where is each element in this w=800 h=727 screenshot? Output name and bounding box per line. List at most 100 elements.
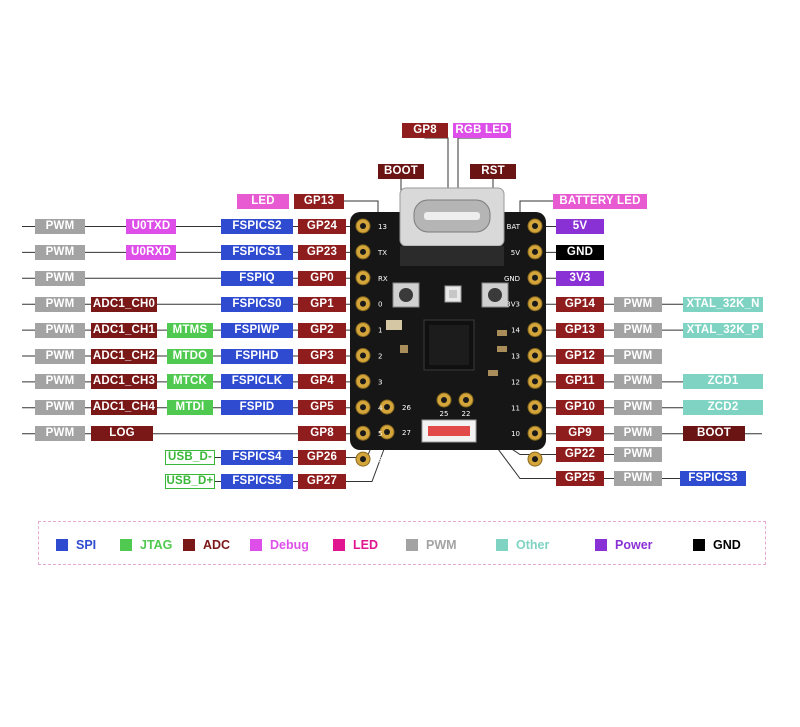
top-led-label: LED [237,194,289,209]
legend-label: PWM [426,538,457,552]
legend-label: ADC [203,538,231,552]
right-silk-label: BAT [507,223,521,231]
left-silk-label: 1 [378,327,382,335]
pin-hole [532,404,538,411]
left-adc-label: ADC1_CH4 [91,400,157,416]
right-gp-label: GP14 [556,296,604,312]
left-gp-label: GP3 [298,348,346,364]
legend-swatch [496,539,508,551]
rst-button-icon [481,282,509,308]
left-usb-label: USB_D+ [165,474,215,489]
right-spi-label: FSPICS3 [680,471,746,486]
right-other-label: BOOT [683,426,745,442]
usb-c-connector-icon [399,187,505,266]
legend-swatch [183,539,195,551]
legend-swatch [333,539,345,551]
right-other-label: ZCD1 [683,374,763,390]
left-gp-label: GP24 [298,219,346,234]
boot-button-icon [392,282,420,308]
top-battery-led-label: BATTERY LED [553,194,647,209]
top-gp13-label: GP13 [294,194,344,209]
left-pwm-label: PWM [35,322,85,338]
legend-item-spi: SPI [56,537,96,553]
left-pwm-label: PWM [35,426,85,442]
right-gp-label: GND [556,244,604,260]
left-jtag-label: MTMS [167,322,213,338]
legend-swatch [56,539,68,551]
pin-hole [360,326,366,333]
pin-hole [360,352,366,359]
jst-connector-icon [421,419,477,443]
left-pwm-label: PWM [35,348,85,364]
legend-item-debug: Debug [250,537,309,553]
right-silk-label: 5V [511,249,520,257]
pin-hole [532,456,538,463]
left-jtag-label: MTDI [167,400,213,416]
pin-hole [360,274,366,281]
left-silk-label: 13 [378,223,387,231]
left-pwm-label: PWM [35,374,85,390]
rgb-led-icon [444,285,462,303]
right-gp-label: 3V3 [556,270,604,286]
left-gp-label: GP8 [298,426,346,442]
pin-hole [360,300,366,307]
left-gp-label: GP26 [298,450,346,465]
legend-label: Other [516,538,550,552]
legend-label: Power [615,538,653,552]
legend-swatch [250,539,262,551]
pin-hole [384,429,390,435]
pin-hole [532,274,538,281]
legend-label: JTAG [140,538,173,552]
legend-swatch [406,539,418,551]
top-rgb-led-label: RGB LED [453,123,511,138]
top-rst-label: RST [470,164,516,179]
right-silk-label: 11 [511,404,520,412]
left-spi-label: FSPICLK [221,374,293,390]
legend-label: GND [713,538,741,552]
left-jtag-label: MTCK [167,374,213,390]
left-spi-label: FSPIQ [221,270,293,286]
pin-hole [360,404,366,411]
left-jtag-label: MTDO [167,348,213,364]
left-adc-label: ADC1_CH3 [91,374,157,390]
pin-hole [532,223,538,229]
right-other-label: XTAL_32K_P [683,322,763,338]
left-silk-label: RX [378,275,388,283]
right-gp-label: GP9 [556,426,604,442]
right-other-label: XTAL_32K_N [683,296,763,312]
left-debug-label: U0RXD [126,244,176,260]
legend-label: LED [353,538,378,552]
right-silk-label: 14 [511,327,520,335]
pin-hole [360,248,366,255]
pin-hole [360,430,366,437]
inner-silk-25: 25 [440,410,449,418]
left-pwm-label: PWM [35,244,85,260]
right-gp-label: GP10 [556,400,604,416]
pin-hole [360,223,366,229]
left-pwm-label: PWM [35,219,85,234]
right-pwm-label: PWM [614,374,662,390]
right-silk-label: 3V3 [506,301,520,309]
pin-hole [532,378,538,385]
right-pwm-label: PWM [614,426,662,442]
left-adc-label: ADC1_CH1 [91,322,157,338]
right-gp-label: 5V [556,219,604,234]
legend-item-gnd: GND [693,537,741,553]
legend-label: SPI [76,538,97,552]
legend-swatch [693,539,705,551]
inner-silk-26: 26 [402,404,411,412]
pin-hole [360,378,366,385]
pin-hole [532,326,538,333]
pin-hole [441,397,447,403]
left-spi-label: FSPICS4 [221,450,293,465]
right-gp-label: GP25 [556,471,604,486]
right-silk-label: 12 [511,378,520,386]
left-silk-label: TX [377,249,387,257]
right-other-label: ZCD2 [683,400,763,416]
pin-hole [463,397,469,403]
left-spi-label: FSPICS2 [221,219,293,234]
left-silk-label: 5 [378,430,382,438]
